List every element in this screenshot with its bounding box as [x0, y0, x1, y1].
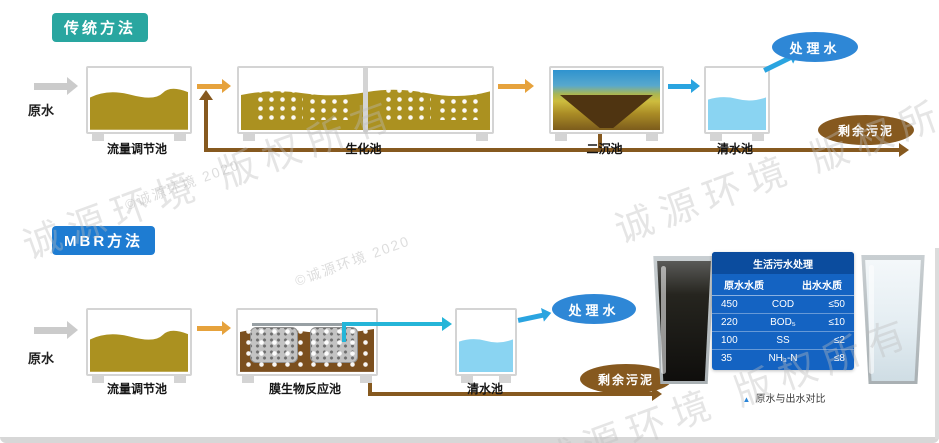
arrow-up-right-icon [516, 305, 553, 328]
tank-biochemical [237, 66, 494, 141]
caption-text: 原水与出水对比 [755, 394, 826, 405]
arrow-head-right-icon [442, 317, 452, 331]
treated-water-glass [860, 255, 926, 384]
aeration-bubbles [307, 88, 351, 120]
sludge-pipe [598, 126, 602, 152]
out-value: ≤8 [833, 353, 845, 364]
table-row: 450 COD ≤50 [712, 296, 854, 314]
param-name: BOD₅ [770, 317, 796, 328]
triangle-icon: ▲ [742, 395, 751, 404]
arrow-head-right-icon [899, 143, 909, 157]
sludge-recycle-pipe [204, 100, 208, 152]
aeration-bubbles [437, 88, 481, 120]
comparison-caption: ▲ 原水与出水对比 [706, 390, 862, 405]
tank-sedimentation [549, 66, 664, 141]
param-name: SS [776, 335, 790, 346]
raw-value: 450 [721, 299, 738, 310]
clear-water [865, 260, 921, 381]
col-out-header: 出水水质 [802, 281, 842, 292]
arrow-right-icon [668, 78, 700, 94]
arrow-head-right-icon [652, 387, 662, 401]
traditional-method-badge: 传统方法 [52, 13, 149, 42]
tank-label: 流量调节池 [106, 382, 167, 396]
permeate-line [342, 322, 444, 326]
arrow-right-icon [197, 320, 231, 336]
arrow-right-icon [34, 76, 78, 96]
permeate-pipe [342, 324, 346, 342]
col-raw-header: 原水水质 [724, 281, 764, 292]
param-name: COD [771, 299, 795, 310]
tank-clear-water [704, 66, 770, 141]
sludge-line [204, 148, 901, 152]
arrow-right-icon [498, 78, 534, 94]
clear-water [708, 96, 766, 130]
raw-water-label: 原水 [28, 103, 55, 118]
tank-membrane-bioreactor [236, 308, 378, 383]
tank-divider [363, 68, 368, 132]
raw-water-glass [652, 256, 716, 384]
tank-label: 清水池 [466, 382, 503, 396]
tank-flow-regulation [86, 66, 192, 141]
olive-water [90, 88, 188, 130]
tank-label: 清水池 [716, 142, 753, 156]
arrow-head-up-icon [199, 90, 213, 100]
aeration-bubbles [255, 86, 303, 120]
tank-label: 流量调节池 [106, 142, 167, 156]
aeration-bubbles [383, 86, 431, 120]
out-value: ≤2 [833, 335, 845, 346]
membrane-manifold [252, 323, 358, 326]
arrow-right-icon [34, 320, 78, 340]
out-value: ≤50 [828, 299, 845, 310]
tank-label: 生化池 [345, 142, 382, 156]
table-row: 35 NH₃-N ≤8 [712, 350, 854, 367]
watermark: ©诚源环境 2020 [292, 232, 413, 289]
dark-water [657, 261, 711, 381]
treated-water-ellipse: 处理水 [772, 32, 858, 62]
watermark: ©诚源环境 2020 [122, 156, 243, 213]
arrow-right-icon [197, 78, 231, 94]
tank-label: 膜生物反应池 [268, 382, 341, 396]
clear-water [459, 338, 513, 372]
raw-value: 35 [721, 353, 733, 364]
raw-value: 100 [721, 335, 738, 346]
page-edge-right [935, 248, 939, 439]
glass-highlight [869, 265, 874, 374]
table-subheader: 原水水质 出水水质 [712, 274, 854, 296]
excess-sludge-ellipse: 剩余污泥 [580, 364, 672, 394]
table-title: 生活污水处理 [712, 252, 854, 274]
out-value: ≤10 [828, 317, 845, 328]
excess-sludge-ellipse: 剩余污泥 [818, 115, 914, 145]
water-quality-table: 生活污水处理 原水水质 出水水质 450 COD ≤50 220 BOD₅ ≤1… [712, 252, 854, 370]
table-row: 220 BOD₅ ≤10 [712, 314, 854, 332]
table-row: 100 SS ≤2 [712, 332, 854, 350]
aeration-bubbles [242, 326, 370, 368]
sludge-line [368, 392, 654, 396]
raw-water-label: 原水 [28, 351, 55, 366]
olive-water [90, 330, 188, 372]
treated-water-ellipse: 处理水 [552, 294, 636, 324]
tank-label: 二沉池 [586, 142, 623, 156]
tank-flow-regulation [86, 308, 192, 383]
raw-value: 220 [721, 317, 738, 328]
tank-clear-water [455, 308, 517, 383]
page-edge-bottom [0, 437, 939, 443]
glass-highlight [661, 266, 666, 374]
mbr-method-badge: MBR方法 [52, 226, 156, 255]
param-name: NH₃-N [768, 353, 798, 364]
